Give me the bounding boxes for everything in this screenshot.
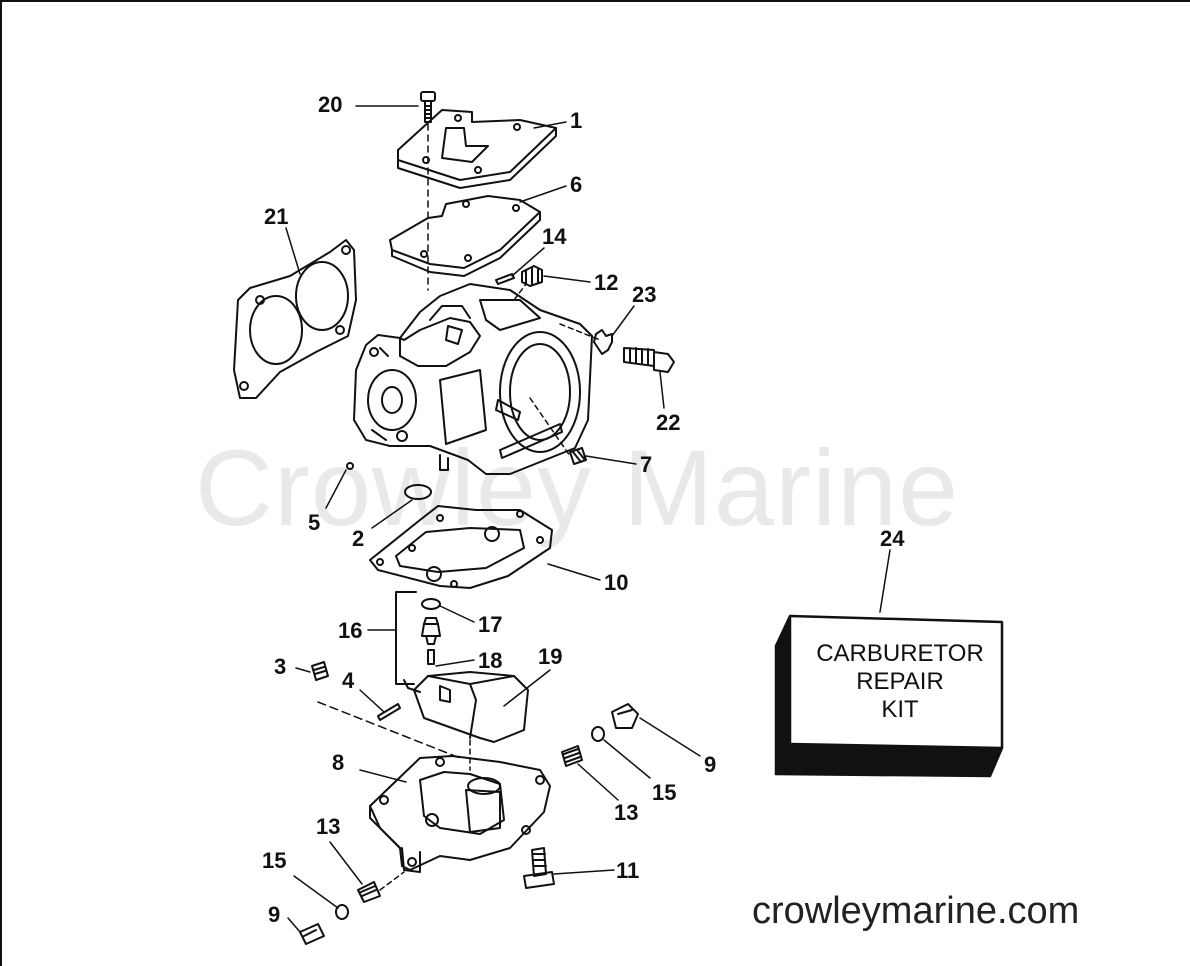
callout-6: 6 [570,172,582,197]
bracket-16 [395,591,417,685]
frame-border-top [0,0,1190,2]
callout-9-upper: 9 [704,752,716,777]
callout-5: 5 [308,510,320,535]
part-4-pin [377,703,401,721]
part-15-washer-upper [591,726,605,742]
repair-kit-box-bottom-shadow [776,744,1002,776]
callout-2: 2 [352,526,364,551]
callout-12: 12 [594,270,618,295]
repair-kit-box-shadow [776,618,790,774]
callout-9-lower: 9 [268,902,280,927]
callout-3: 3 [274,654,286,679]
callout-11: 11 [616,858,639,883]
callout-4: 4 [342,668,355,693]
assembly-line-13-lower [379,871,405,891]
assembly-line-23 [559,323,601,341]
callout-22: 22 [656,410,680,435]
callout-20: 20 [318,92,342,117]
assembly-line-12 [513,283,527,301]
part-2-plug [404,484,432,500]
part-12-jet [521,265,543,287]
callout-7: 7 [640,452,652,477]
callout-13-lower: 13 [316,814,340,839]
part-18-needle [427,649,435,665]
part-23-lockwasher [593,329,613,355]
callout-labels: 20 1 6 21 14 12 23 22 7 5 2 10 24 17 16 … [262,92,905,927]
callout-10: 10 [604,570,628,595]
callout-18: 18 [478,648,502,673]
kit-line-kit: KIT [881,696,919,723]
part-10-gasket [369,505,553,589]
part-22-screw [623,347,675,373]
assembly-line-3 [317,701,461,759]
callout-21: 21 [264,204,288,229]
part-21-manifold-gasket [233,239,357,399]
website-url: crowleymarine.com [752,890,1080,932]
part-17-washer [421,598,441,610]
part-9-screw-upper [611,703,639,729]
repair-kit-label: CARBURETOR REPAIR KIT [795,640,1005,724]
callout-17: 17 [478,612,502,637]
callout-13-upper: 13 [614,800,638,825]
part-6-gasket [389,195,541,277]
part-8-float-bowl [369,755,551,873]
part-16-needle-seat [421,617,441,645]
kit-line-carburetor: CARBURETOR [816,640,984,667]
part-1-cover-plate [397,109,557,189]
carburetor-body [353,283,593,475]
part-7-screw [569,447,587,465]
part-11-screw [523,847,555,889]
part-14-pin [495,273,515,285]
assembly-line-7 [529,397,571,457]
callout-24: 24 [880,526,905,551]
kit-line-repair: REPAIR [856,668,944,695]
callout-15-lower: 15 [262,848,286,873]
part-13-jet-lower [357,881,381,903]
part-9-screw-lower [299,923,325,945]
part-3-screw [311,661,329,681]
callout-1: 1 [570,108,582,133]
part-13-jet-upper [561,745,583,767]
callout-14: 14 [542,224,567,249]
part-15-washer-lower [335,904,349,920]
callout-19: 19 [538,644,562,669]
part-5-check-ball [346,462,354,470]
callout-16: 16 [338,618,362,643]
part-19-float [403,671,529,743]
callout-8: 8 [332,750,344,775]
leader-lines [285,105,891,933]
callout-23: 23 [632,282,656,307]
callout-15-upper: 15 [652,780,676,805]
frame-border-left [0,0,2,966]
